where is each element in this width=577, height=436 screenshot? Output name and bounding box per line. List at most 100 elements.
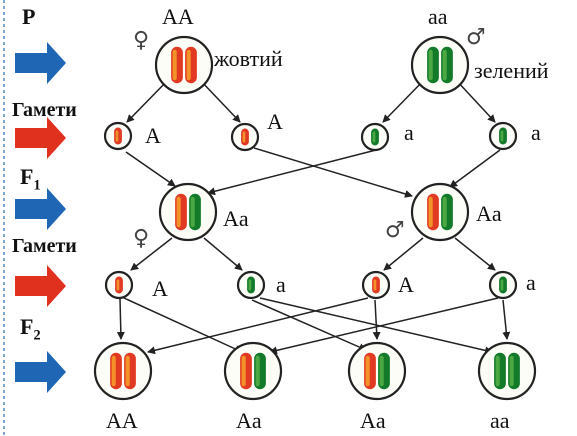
line-gamete-1-to-f1-left: [125, 151, 176, 187]
gamete-p-1-label: A: [145, 123, 161, 148]
arrow-gametes-1-icon: [15, 117, 66, 159]
f1-female-symbol-icon: ♀: [133, 226, 150, 251]
line-gamete-5-to-f2-2: [123, 297, 243, 353]
chromosome-highlight: [115, 130, 119, 142]
gamete-p-2-label: A: [267, 109, 283, 134]
cell-membrane: [410, 35, 470, 95]
chromosome-highlight: [365, 355, 370, 387]
f2-genotype-2: Aa: [236, 408, 262, 433]
chromosome-highlight: [442, 49, 447, 81]
f2-letter: F: [20, 314, 34, 339]
gamete-p-4-label: a: [531, 120, 541, 145]
chromosome-highlight: [125, 355, 130, 387]
f1-left-genotype: Aa: [223, 206, 249, 231]
cell-membrane: [154, 35, 214, 95]
f2-genotype-1: AA: [106, 408, 138, 433]
cell-gamete-p-1: [103, 121, 133, 151]
arrow-p-icon: [15, 42, 66, 84]
cell-gamete-f1-1: [104, 270, 134, 300]
line-p-female-to-gamete-1: [126, 79, 169, 123]
cell-gamete-f1-2: [236, 270, 266, 300]
row-label-f1: F1: [20, 166, 41, 193]
line-p-male-to-gamete-4: [455, 79, 496, 123]
row-label-gametes-1: Гамети: [12, 99, 77, 121]
f1-subscript: 1: [33, 177, 41, 194]
f1-letter: F: [20, 164, 34, 189]
chromosome-highlight: [190, 196, 195, 228]
arrow-f2-icon: [15, 351, 66, 393]
chromosome-highlight: [242, 131, 246, 143]
female-symbol-icon: ♀: [133, 28, 150, 53]
arrow-f1-icon: [15, 188, 66, 230]
line-f1-left-to-gamete-5: [130, 237, 173, 271]
row-label-p: P: [22, 4, 36, 29]
parent-female-trait: жовтий: [214, 46, 283, 71]
cell-membrane: [477, 341, 537, 401]
f2-genotype-4: aa: [490, 408, 510, 433]
chromosome-highlight: [111, 355, 116, 387]
cell-membrane: [347, 341, 407, 401]
gamete-f1-2-label: a: [276, 272, 286, 297]
line-f1-right-to-gamete-7: [383, 237, 424, 271]
parent-male-genotype: aa: [428, 4, 448, 29]
chromosome-highlight: [428, 196, 433, 228]
gamete-f1-3-label: A: [398, 272, 414, 297]
cell-gamete-p-2: [230, 122, 260, 152]
row-label-gametes-2: Гамети: [12, 235, 77, 257]
cell-p-male: [410, 35, 470, 95]
line-gamete-8-to-f2-2: [269, 297, 499, 355]
cell-membrane: [158, 182, 218, 242]
line-gamete-5-to-f2-1: [116, 298, 125, 340]
gamete-p-3-label: a: [404, 120, 414, 145]
cell-f2-1: [93, 341, 153, 401]
f2-genotype-3: Aa: [360, 408, 386, 433]
line-gamete-7-to-f2-3: [372, 299, 381, 340]
line-gamete-4-to-f1-right: [449, 149, 501, 188]
line-gamete-6-to-f2-3: [251, 299, 367, 351]
chromosome-highlight: [428, 49, 433, 81]
chromosome-highlight: [500, 279, 504, 291]
cell-p-female: [154, 35, 214, 95]
chromosome-highlight: [186, 49, 191, 81]
cell-f1-right: [410, 182, 470, 242]
chromosome-highlight: [372, 131, 376, 143]
chromosome-highlight: [442, 196, 447, 228]
parent-male-trait: зелений: [474, 58, 549, 83]
cell-membrane: [410, 182, 470, 242]
chromosome-highlight: [495, 355, 500, 387]
chromosome-highlight: [255, 355, 260, 387]
line-f1-left-to-gamete-6: [203, 237, 243, 271]
male-symbol-icon: ♂: [466, 25, 486, 50]
f1-male-symbol-icon: ♂: [385, 218, 405, 243]
line-p-female-to-gamete-2: [199, 79, 241, 123]
cell-gamete-f1-3: [361, 270, 391, 300]
cell-membrane: [93, 341, 153, 401]
arrow-gametes-2-icon: [15, 265, 66, 307]
line-gamete-2-to-f1-right: [253, 147, 413, 198]
parent-female-genotype: AA: [162, 4, 194, 29]
cells: [93, 35, 537, 401]
row-label-f2: F2: [20, 316, 41, 343]
cell-f2-2: [223, 341, 283, 401]
chromosome-highlight: [373, 279, 377, 291]
row-arrows: [15, 42, 66, 393]
cross-lines: [116, 79, 511, 355]
cell-f1-left: [158, 182, 218, 242]
chromosome-highlight: [500, 130, 504, 142]
cell-membrane: [223, 341, 283, 401]
chromosome-highlight: [248, 279, 252, 291]
line-gamete-8-to-f2-4: [502, 299, 511, 340]
cell-gamete-p-3: [360, 122, 390, 152]
gamete-f1-1-label: A: [152, 276, 168, 301]
f2-subscript: 2: [33, 327, 41, 344]
cell-f2-4: [477, 341, 537, 401]
line-f1-right-to-gamete-8: [454, 237, 496, 271]
line-p-male-to-gamete-3: [382, 79, 425, 123]
chromosome-highlight: [379, 355, 384, 387]
chromosome-highlight: [116, 279, 120, 291]
line-gamete-7-to-f2-1: [147, 297, 369, 355]
chromosome-highlight: [509, 355, 514, 387]
line-gamete-3-to-f1-left: [207, 149, 377, 196]
